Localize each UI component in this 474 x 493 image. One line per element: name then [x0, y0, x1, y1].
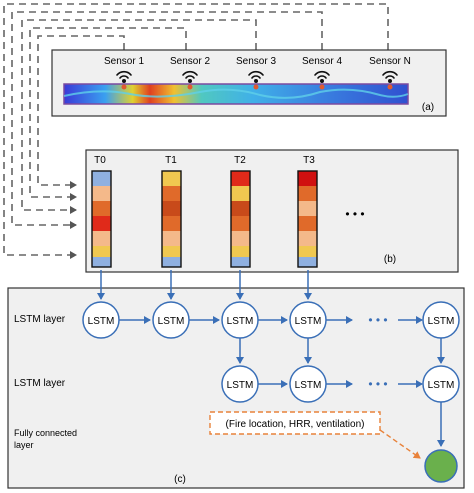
lstm-layer-2-label: LSTM layer: [14, 378, 66, 389]
panel-c-label: (c): [174, 474, 186, 485]
lstm-cell-text: LSTM: [295, 316, 322, 327]
route-sensor-4: [11, 11, 323, 229]
sensor-4-label: Sensor 4: [302, 56, 342, 67]
lstm-cell-text: LSTM: [428, 316, 455, 327]
lstm-cell: [289, 365, 327, 403]
sensor-n-label: Sensor N: [369, 56, 411, 67]
tunnel-contour: [63, 83, 409, 105]
timestep-t0-label: T0: [94, 155, 106, 166]
sensor-routing-lines: [3, 3, 389, 259]
output-callout-box: [209, 411, 381, 435]
timestep-t3-label: T3: [303, 155, 315, 166]
panel-b-label: (b): [384, 254, 396, 265]
timestep-t2-label: T2: [234, 155, 246, 166]
callout-arrow: [379, 429, 421, 459]
sensor-3-label: Sensor 3: [236, 56, 276, 67]
lstm-cell: [221, 365, 259, 403]
output-callout-text: (Fire location, HRR, ventilation): [226, 419, 365, 430]
row1-ellipsis: • • •: [368, 313, 387, 327]
lstm-cell: [82, 301, 120, 339]
lstm-cell-text: LSTM: [227, 316, 254, 327]
lstm-cell-text: LSTM: [295, 380, 322, 391]
wifi-icon: [116, 70, 398, 84]
lstm-cell-text: LSTM: [88, 316, 115, 327]
lstm-cell-text: LSTM: [227, 380, 254, 391]
lstm-row1: LSTM LSTM LSTM LSTM LSTM: [82, 301, 460, 339]
lstm-cell: [152, 301, 190, 339]
timestep-t2-column: [230, 170, 251, 268]
panel-a: Sensor 1 Sensor 2 Sensor 3 Sensor 4 Sens…: [51, 49, 447, 117]
layer-connect-arrows: [236, 338, 445, 364]
panel-c: LSTM layer LSTM layer Fully connected la…: [7, 270, 465, 489]
timestep-t0-column: [91, 170, 112, 268]
route-sensor-n: [3, 3, 389, 259]
fc-layer-label-line1: Fully connected: [14, 428, 77, 438]
route-sensor-3: [21, 19, 257, 214]
route-sensor-2: [29, 27, 187, 201]
lstm-layer-1-label: LSTM layer: [14, 314, 66, 325]
lstm-cell-text: LSTM: [428, 380, 455, 391]
fc-layer-label-line2: layer: [14, 440, 34, 450]
sensor-1-label: Sensor 1: [104, 56, 144, 67]
panel-b: T0 T1 T2 T3: [85, 149, 459, 273]
timestep-t1-label: T1: [165, 155, 177, 166]
sensor-2-label: Sensor 2: [170, 56, 210, 67]
timestep-t3-column: [297, 170, 318, 268]
lstm-cell-text: LSTM: [158, 316, 185, 327]
route-sensor-1: [37, 35, 125, 189]
lstm-row2: LSTM LSTM LSTM: [221, 365, 460, 403]
timestep-t1-column: [161, 170, 182, 268]
output-node: [424, 449, 458, 483]
tunnel-wave: [63, 88, 409, 99]
timestep-ellipsis: • • •: [345, 207, 364, 221]
panel-a-label: (a): [422, 102, 434, 113]
sensor-dots: [121, 84, 393, 90]
row2-ellipsis: • • •: [368, 377, 387, 391]
input-arrows: [97, 270, 312, 300]
